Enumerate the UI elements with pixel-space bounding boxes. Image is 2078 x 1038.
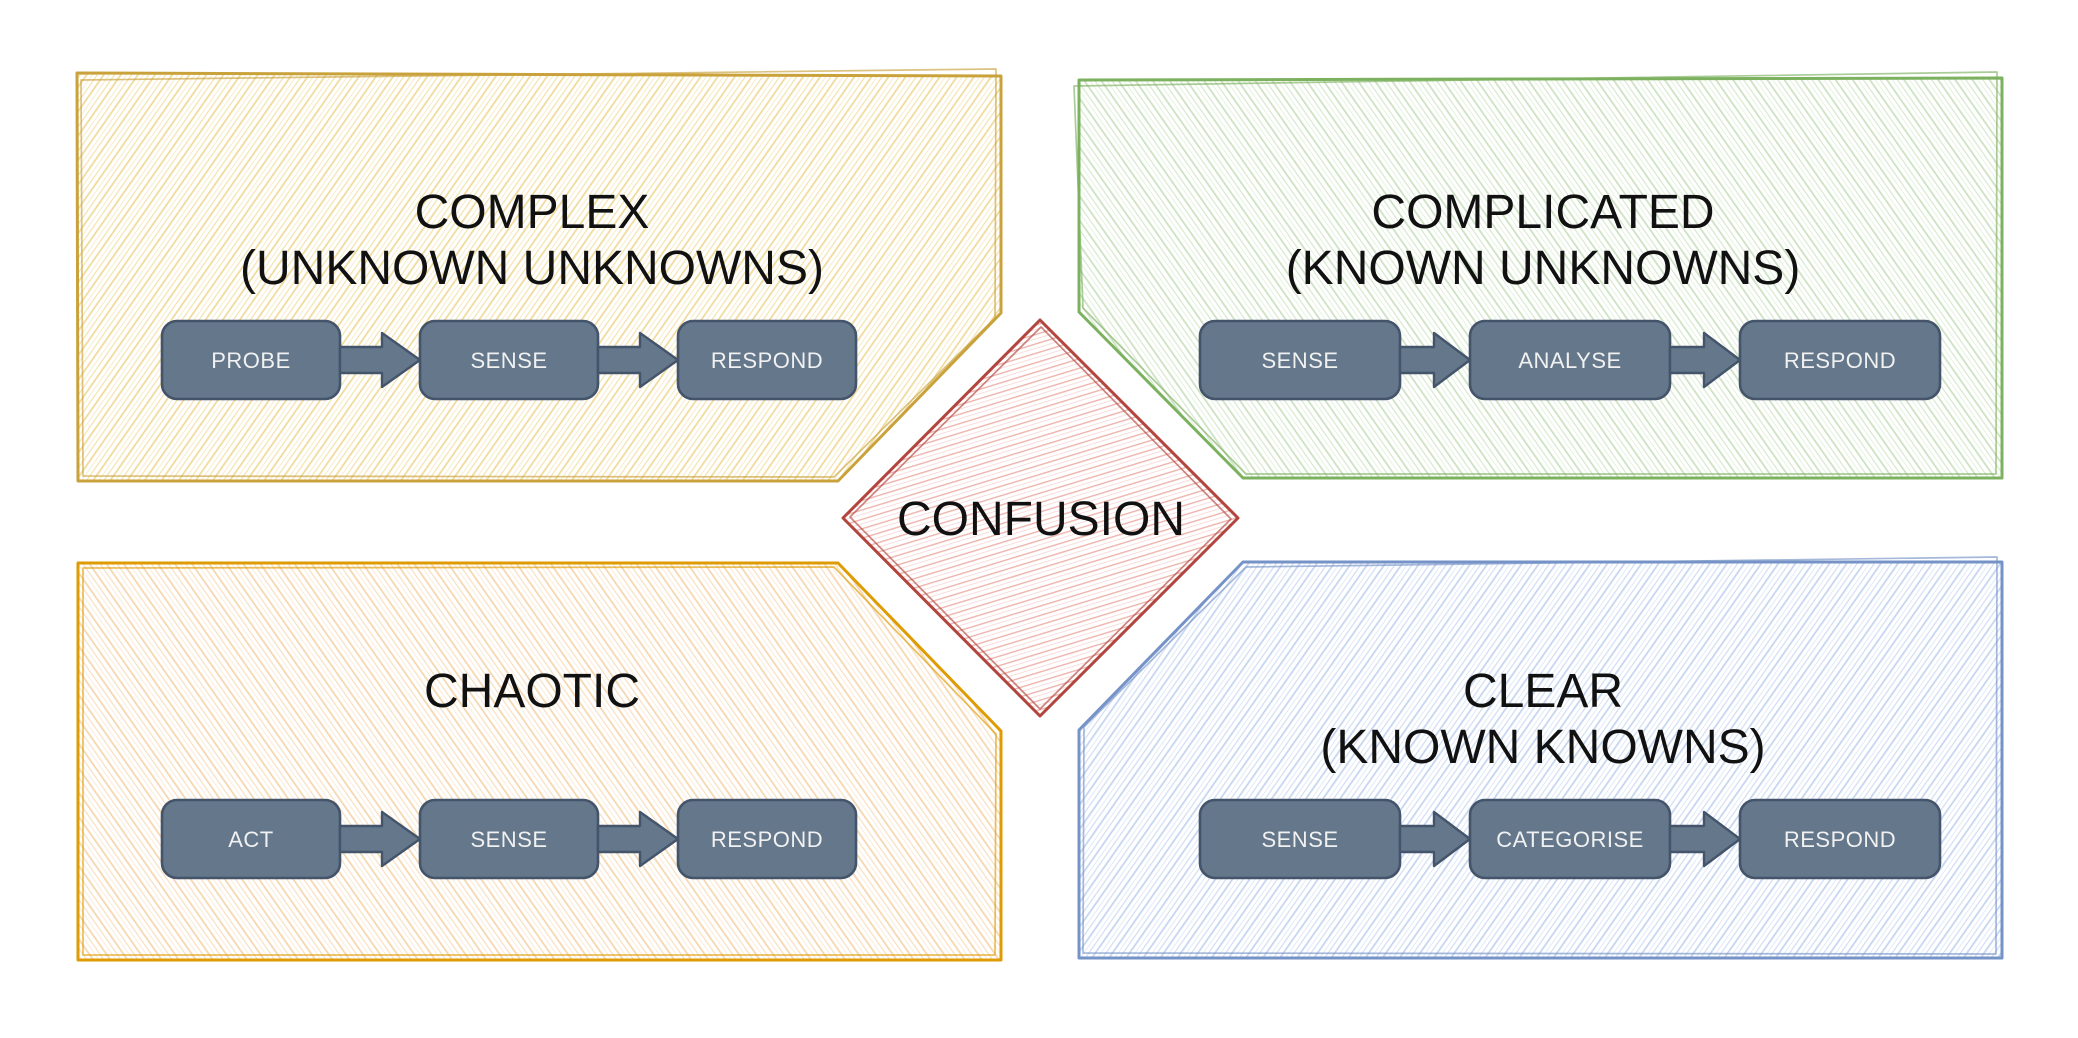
quadrant-complex-shape-sketch — [80, 68, 997, 478]
step-label: SENSE — [1261, 348, 1338, 373]
step-label: SENSE — [1261, 827, 1338, 852]
confusion-label: CONFUSION — [897, 493, 1185, 546]
quadrant-chaotic-shape-sketch — [82, 566, 997, 956]
quadrant-clear-title-line1: CLEAR — [1463, 665, 1623, 718]
step-label: SENSE — [470, 348, 547, 373]
flow-arrow-icon — [1398, 331, 1472, 389]
quadrant-complicated: COMPLICATED (KNOWN UNKNOWNS) SENSE ANALY… — [1073, 71, 2004, 480]
confusion-diamond-shape-sketch — [849, 326, 1232, 710]
quadrant-complicated-title-line1: COMPLICATED — [1371, 186, 1714, 239]
step-label: ANALYSE — [1518, 348, 1621, 373]
quadrant-complex: COMPLEX (UNKNOWN UNKNOWNS) PROBE SENSE R… — [75, 68, 1003, 483]
quadrant-chaotic-title-line1: CHAOTIC — [424, 665, 640, 718]
step-label: RESPOND — [711, 827, 823, 852]
flow-complex: PROBE SENSE RESPOND — [160, 319, 858, 401]
flow-arrow-icon — [1668, 810, 1742, 868]
flow-arrow-icon — [1398, 810, 1472, 868]
flow-clear: SENSE CATEGORISE RESPOND — [1198, 798, 1942, 880]
flow-complicated: SENSE ANALYSE RESPOND — [1198, 319, 1942, 401]
step-label: RESPOND — [711, 348, 823, 373]
quadrant-chaotic: CHAOTIC ACT SENSE RESPOND — [76, 561, 1003, 962]
flow-arrow-icon — [596, 810, 680, 868]
step-box — [1738, 798, 1942, 880]
flow-chaotic: ACT SENSE RESPOND — [160, 798, 858, 880]
quadrant-complicated-shape-sketch — [1073, 71, 1998, 475]
step-label: SENSE — [470, 827, 547, 852]
quadrant-clear: CLEAR (KNOWN KNOWNS) SENSE CATEGORISE RE… — [1077, 556, 2004, 960]
quadrant-clear-title-line2: (KNOWN KNOWNS) — [1320, 721, 1765, 774]
step-label: PROBE — [211, 348, 291, 373]
step-box — [676, 798, 858, 880]
step-label: CATEGORISE — [1496, 827, 1644, 852]
step-label: RESPOND — [1784, 827, 1896, 852]
quadrant-complex-title-line2: (UNKNOWN UNKNOWNS) — [240, 242, 824, 295]
flow-arrow-icon — [596, 331, 680, 389]
step-box — [1738, 319, 1942, 401]
confusion-diamond: CONFUSION — [841, 318, 1240, 718]
flow-arrow-icon — [338, 810, 422, 868]
quadrant-complicated-title-line2: (KNOWN UNKNOWNS) — [1286, 242, 1801, 295]
step-label: ACT — [228, 827, 274, 852]
flow-arrow-icon — [1668, 331, 1742, 389]
step-label: RESPOND — [1784, 348, 1896, 373]
quadrant-clear-shape-sketch — [1082, 556, 1998, 955]
quadrant-chaotic-shape — [76, 561, 1003, 962]
confusion-diamond-shape — [841, 318, 1240, 718]
quadrant-complex-title-line1: COMPLEX — [415, 186, 650, 239]
flow-arrow-icon — [338, 331, 422, 389]
step-box — [676, 319, 858, 401]
